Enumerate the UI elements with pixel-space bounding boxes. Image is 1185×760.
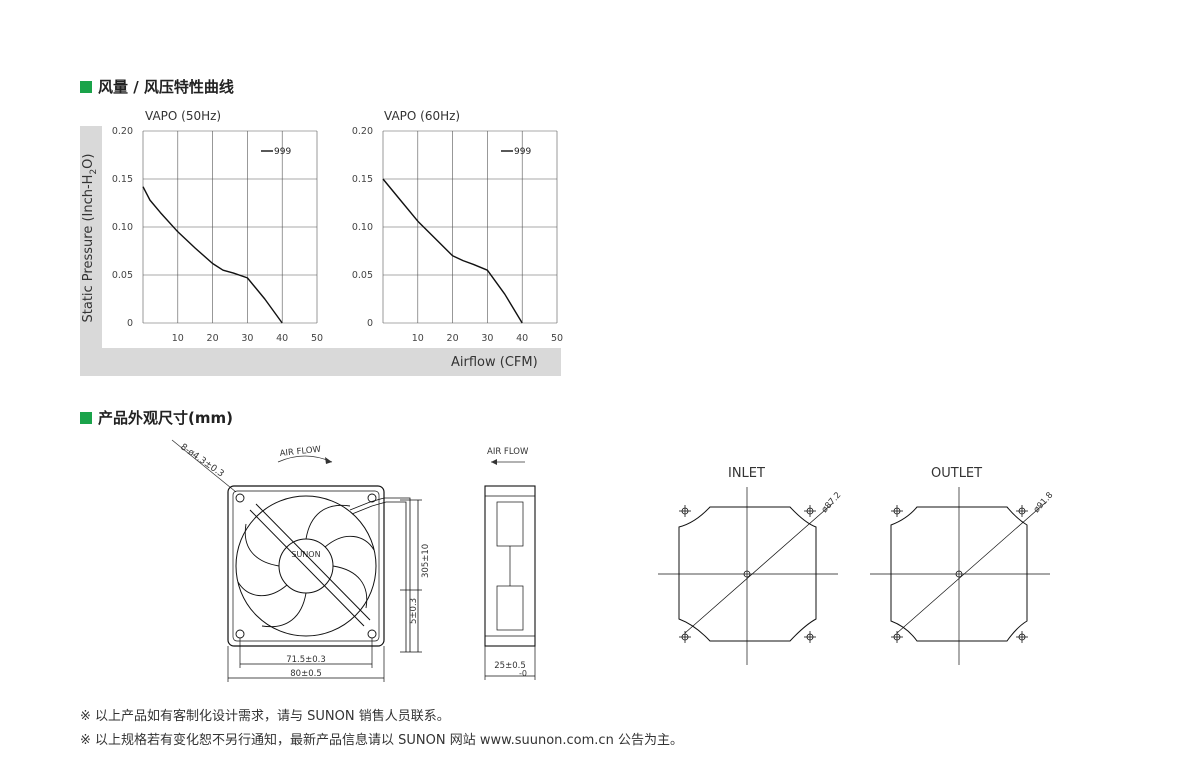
section-marker-icon: [80, 81, 92, 93]
outlet-view: ø91.8: [870, 487, 1056, 665]
lead-length-label: 305±10: [421, 544, 431, 578]
chart1-plot: 0.20 0.15 0.10 0.05 0 10 20 30 40 50 999: [112, 126, 323, 344]
outlet-label: OUTLET: [931, 466, 983, 481]
x-tick-label: 10: [412, 333, 424, 344]
outlet-diameter-label: ø91.8: [1032, 490, 1056, 515]
y-tick-label: 0.20: [112, 126, 133, 137]
chart-panel-left: [80, 126, 102, 376]
y-tick-label: 0: [367, 318, 373, 329]
inlet-diameter-label: ø87.2: [820, 490, 844, 515]
x-tick-label: 20: [207, 333, 219, 344]
note-customization: ※ 以上产品如有客制化设计需求，请与 SUNON 销售人员联系。: [80, 709, 450, 724]
y-tick-label: 0.10: [352, 222, 373, 233]
x-tick-label: 50: [551, 333, 563, 344]
dimension-section-title: 产品外观尺寸(mm): [80, 407, 233, 428]
inlet-label: INLET: [728, 466, 765, 481]
strip-length-label: 5±0.3: [409, 598, 419, 624]
depth-tolerance: -0: [519, 669, 527, 678]
fan-side-view: AIR FLOW 25±0.5 -0: [484, 447, 536, 680]
x-tick-label: 30: [481, 333, 493, 344]
y-tick-label: 0.10: [112, 222, 133, 233]
airflow-side-label: AIR FLOW: [487, 447, 529, 457]
y-tick-label: 0.20: [352, 126, 373, 137]
note-spec-change: ※ 以上规格若有变化恕不另行通知，最新产品信息请以 SUNON 网站 www.s…: [80, 733, 683, 748]
fan-front-view: 8-ø4.3±0.3 AIR FLOW SUNON 305±10 5±0.3: [171, 439, 431, 682]
hole-label: 8-ø4.3±0.3: [178, 442, 225, 479]
legend-label: 999: [274, 147, 291, 157]
chart2-plot: 0.20 0.15 0.10 0.05 0 10 20 30 40 50 999: [352, 126, 563, 344]
y-tick-label: 0.15: [112, 174, 133, 185]
y-axis-label: Static Pressure (Inch-H2O): [81, 153, 99, 323]
x-tick-label: 40: [516, 333, 528, 344]
x-tick-label: 50: [311, 333, 323, 344]
x-tick-label: 40: [276, 333, 288, 344]
x-tick-label: 30: [241, 333, 253, 344]
x-tick-label: 20: [447, 333, 459, 344]
y-tick-label: 0: [127, 318, 133, 329]
chart-panel-bottom: [80, 348, 561, 376]
x-tick-label: 10: [172, 333, 184, 344]
legend-label: 999: [514, 147, 531, 157]
depth-label: 25±0.5: [494, 661, 525, 671]
chart1-title: VAPO (50Hz): [145, 109, 222, 123]
chart2-title: VAPO (60Hz): [384, 109, 461, 123]
x-axis-label: Airflow (CFM): [451, 355, 538, 370]
series-line-999: [142, 186, 283, 324]
section-marker-icon: [80, 412, 92, 424]
y-tick-label: 0.05: [112, 270, 133, 281]
series-line-999: [382, 178, 523, 324]
y-tick-label: 0.15: [352, 174, 373, 185]
inlet-view: ø87.2: [658, 487, 844, 665]
hole-pitch-label: 71.5±0.3: [286, 655, 326, 665]
curve-section-title: 风量 / 风压特性曲线: [80, 76, 234, 97]
airflow-front-label: AIR FLOW: [279, 445, 322, 459]
y-tick-label: 0.05: [352, 270, 373, 281]
width-label: 80±0.5: [290, 669, 321, 679]
